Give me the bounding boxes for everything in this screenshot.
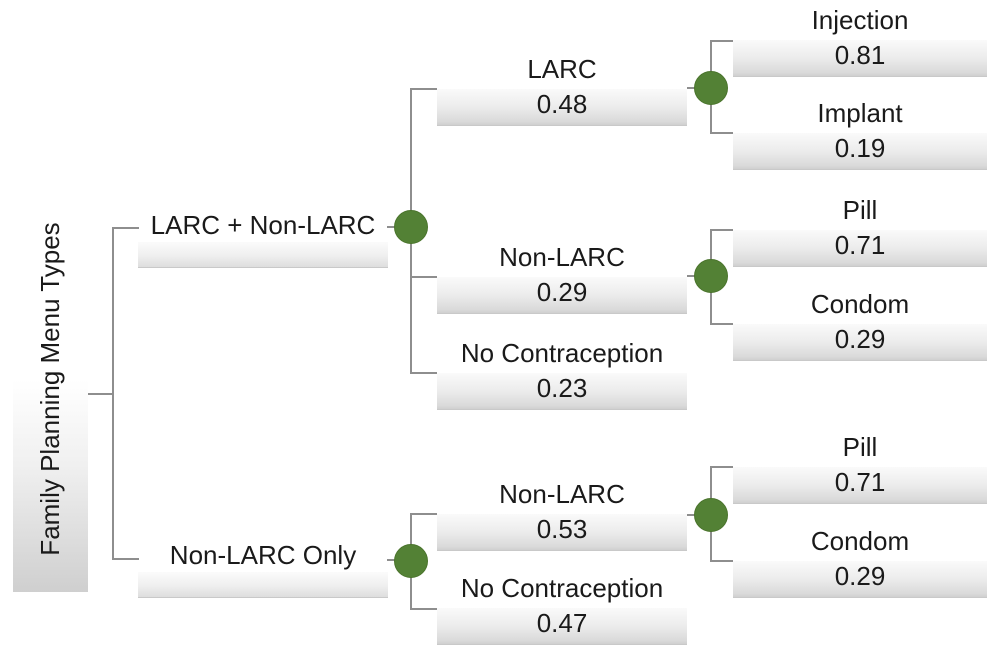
root-node-label: Family Planning Menu Types	[35, 222, 65, 556]
node-value-bar: 0.71	[733, 230, 987, 267]
node-label: Non-LARC	[499, 242, 625, 272]
node-label: No Contraception	[460, 338, 664, 368]
connector-line	[88, 393, 114, 395]
node-non-larc-029: Non-LARC 0.29	[437, 242, 687, 314]
node-bar	[138, 572, 388, 598]
connector-line	[112, 227, 139, 229]
node-value: 0.81	[834, 40, 886, 70]
node-value-bar: 0.48	[437, 89, 687, 126]
node-larc: LARC 0.48	[437, 54, 687, 126]
node-label: Condom	[810, 526, 910, 556]
node-condom-lower: Condom 0.29	[733, 526, 987, 598]
node-value: 0.47	[536, 608, 588, 638]
node-pill-upper: Pill 0.71	[733, 195, 987, 267]
node-value-bar: 0.53	[437, 514, 687, 551]
node-value: 0.53	[536, 514, 588, 544]
node-label: Pill	[842, 195, 878, 225]
connector-line	[410, 276, 437, 278]
node-no-contraception-023: No Contraception 0.23	[437, 338, 687, 410]
node-value: 0.23	[536, 373, 588, 403]
connector-line	[387, 559, 399, 561]
connector-line	[710, 229, 733, 231]
node-value-bar: 0.29	[733, 561, 987, 598]
root-node-box	[13, 380, 88, 592]
node-label: Injection	[811, 5, 909, 35]
connector-line	[410, 608, 437, 610]
node-label: Pill	[842, 432, 878, 462]
node-label: LARC	[527, 54, 597, 84]
node-no-contraception-047: No Contraception 0.47	[437, 573, 687, 645]
branch-point-dot	[694, 71, 728, 105]
node-value: 0.29	[536, 277, 588, 307]
connector-line	[410, 513, 437, 515]
connector-line	[112, 227, 114, 560]
node-label: LARC + Non-LARC	[150, 210, 376, 240]
node-non-larc-only: Non-LARC Only	[138, 540, 388, 598]
node-label: Implant	[817, 98, 903, 128]
node-value: 0.71	[834, 230, 886, 260]
connector-line	[687, 275, 699, 277]
node-bar	[138, 242, 388, 268]
connector-line	[112, 558, 139, 560]
node-value-bar: 0.81	[733, 40, 987, 77]
node-value: 0.48	[536, 89, 588, 119]
branch-point-dot	[394, 210, 428, 244]
node-value-bar: 0.29	[733, 324, 987, 361]
node-label: Condom	[810, 289, 910, 319]
node-value: 0.71	[834, 467, 886, 497]
connector-line	[687, 514, 699, 516]
connector-line	[387, 226, 399, 228]
connector-line	[710, 323, 733, 325]
node-label: Non-LARC	[499, 479, 625, 509]
connector-line	[710, 40, 733, 42]
node-non-larc-053: Non-LARC 0.53	[437, 479, 687, 551]
node-value-bar: 0.47	[437, 608, 687, 645]
node-label: No Contraception	[460, 573, 664, 603]
branch-point-dot	[694, 259, 728, 293]
branch-point-dot	[394, 544, 428, 578]
connector-line	[710, 466, 733, 468]
branch-point-dot	[694, 498, 728, 532]
node-label: Non-LARC Only	[169, 540, 357, 570]
node-value: 0.29	[834, 324, 886, 354]
node-value-bar: 0.29	[437, 277, 687, 314]
node-value-bar: 0.19	[733, 133, 987, 170]
node-value-bar: 0.23	[437, 373, 687, 410]
node-injection: Injection 0.81	[733, 5, 987, 77]
connector-line	[687, 87, 699, 89]
node-value: 0.29	[834, 561, 886, 591]
node-implant: Implant 0.19	[733, 98, 987, 170]
connector-line	[410, 372, 437, 374]
connector-line	[710, 560, 733, 562]
node-value: 0.19	[834, 133, 886, 163]
node-pill-lower: Pill 0.71	[733, 432, 987, 504]
node-larc-plus-non-larc: LARC + Non-LARC	[138, 210, 388, 268]
node-condom-upper: Condom 0.29	[733, 289, 987, 361]
connector-line	[410, 88, 437, 90]
node-value-bar: 0.71	[733, 467, 987, 504]
connector-line	[710, 132, 733, 134]
